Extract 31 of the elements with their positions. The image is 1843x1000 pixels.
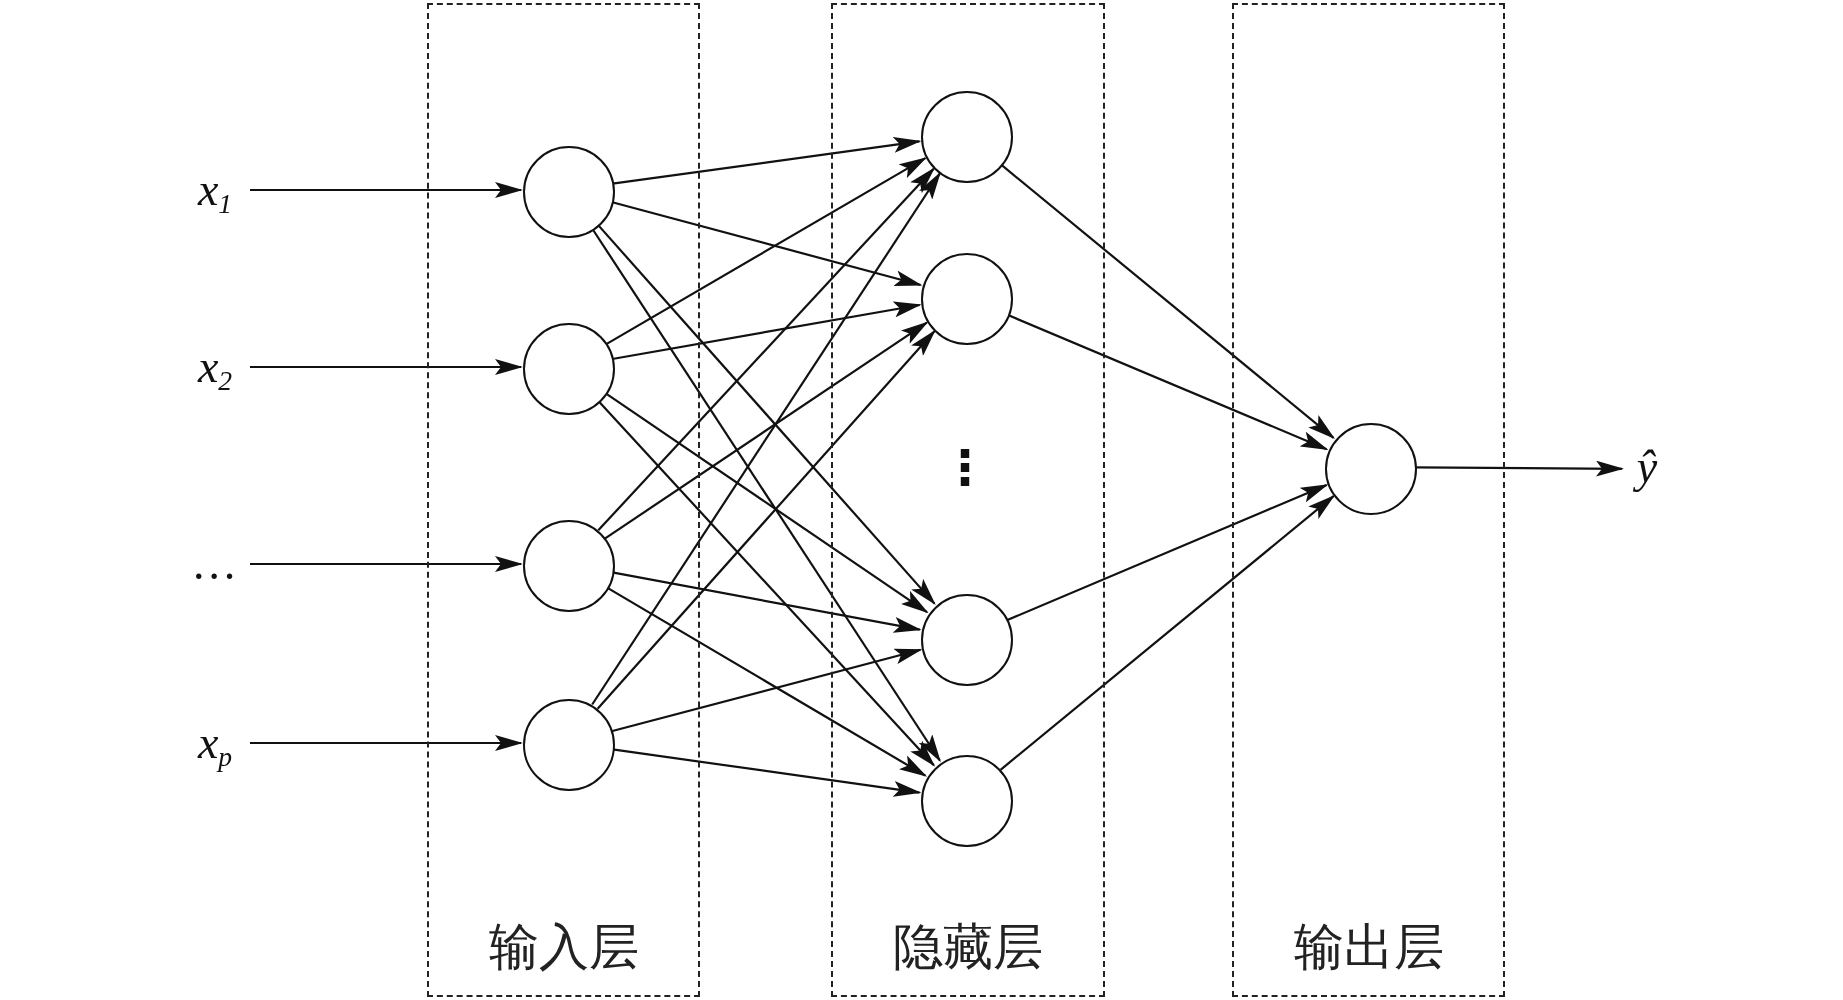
layer-title: 隐藏层 (892, 917, 1044, 977)
layer-title: 输出层 (1292, 917, 1445, 977)
arrow (1006, 483, 1329, 622)
arrow (604, 392, 929, 614)
arrow (604, 321, 929, 540)
arrow (591, 171, 941, 706)
arrow (250, 735, 523, 751)
variable-label: x$_{2}$ (180, 337, 250, 397)
layer-panel (831, 3, 1105, 997)
variable-label: x$_{1}$ (180, 160, 250, 220)
arrow (612, 301, 922, 361)
arrow (1415, 460, 1624, 477)
arrow (250, 359, 523, 375)
neuron-circle (921, 755, 1013, 847)
arrow (606, 157, 927, 345)
variable-label: x$_{p}$ (180, 713, 250, 773)
layer-panel (427, 3, 700, 997)
layer-title: 输入层 (487, 917, 640, 977)
variable-label: … (180, 534, 250, 594)
arrow (999, 494, 1335, 771)
arrow (611, 648, 923, 733)
arrow (250, 556, 523, 572)
layer-panel (1232, 3, 1505, 997)
arrow (596, 223, 936, 606)
neuron-circle (921, 91, 1013, 183)
arrow (250, 182, 523, 198)
variable-label: ŷ (1622, 437, 1672, 501)
ellipsis-label: ⋮ (941, 443, 989, 491)
arrow (596, 329, 936, 710)
arrow (597, 167, 936, 532)
arrow (597, 400, 936, 767)
